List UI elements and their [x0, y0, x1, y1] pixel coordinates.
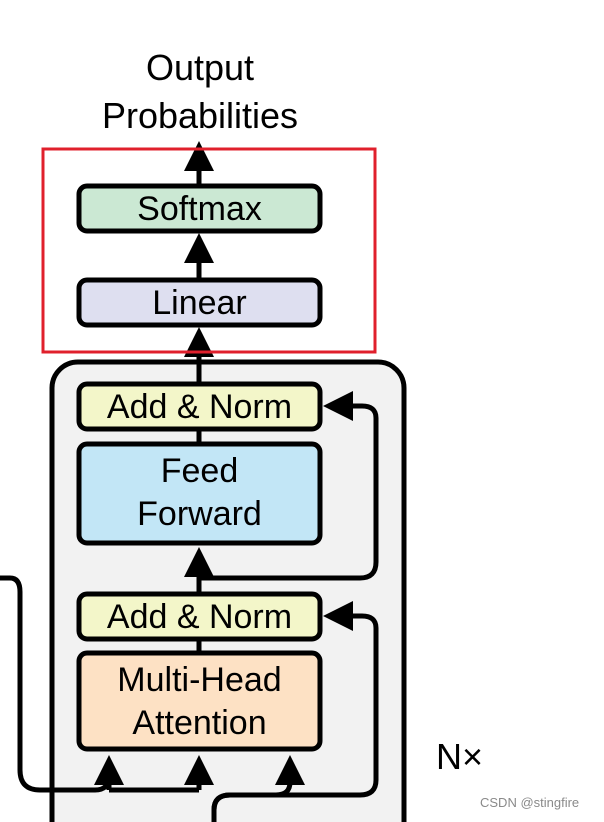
softmax-box [76, 183, 323, 234]
feed-forward-label-line1: Feed [161, 452, 239, 490]
upper-residual-line [199, 391, 379, 581]
feed-forward-box [76, 441, 323, 546]
multi-head-attention-box [76, 650, 323, 752]
output-label-line1: Output [145, 47, 255, 88]
encoder-connection-line [0, 575, 112, 793]
add-norm-bottom-box [76, 591, 323, 642]
linear-label: Linear [152, 284, 247, 322]
feed-forward-label-line2: Forward [137, 495, 262, 533]
output-probabilities-label: Output Probabilities [55, 44, 345, 140]
linear-box [76, 277, 323, 328]
watermark-text: CSDN @stingfire [480, 795, 580, 810]
multi-head-attention-label-line2: Attention [132, 704, 266, 742]
lower-residual-line [211, 601, 379, 822]
softmax-label: Softmax [137, 190, 262, 228]
output-label-line2: Probabilities [101, 95, 299, 136]
multi-head-attention-label-line1: Multi-Head [117, 661, 281, 699]
add-norm-top-label: Add & Norm [107, 388, 292, 426]
output-layers-highlight-box [41, 147, 377, 354]
add-norm-bottom-label: Add & Norm [107, 598, 292, 636]
repeat-count-label: N× [436, 736, 484, 777]
add-norm-top-box [76, 381, 323, 432]
